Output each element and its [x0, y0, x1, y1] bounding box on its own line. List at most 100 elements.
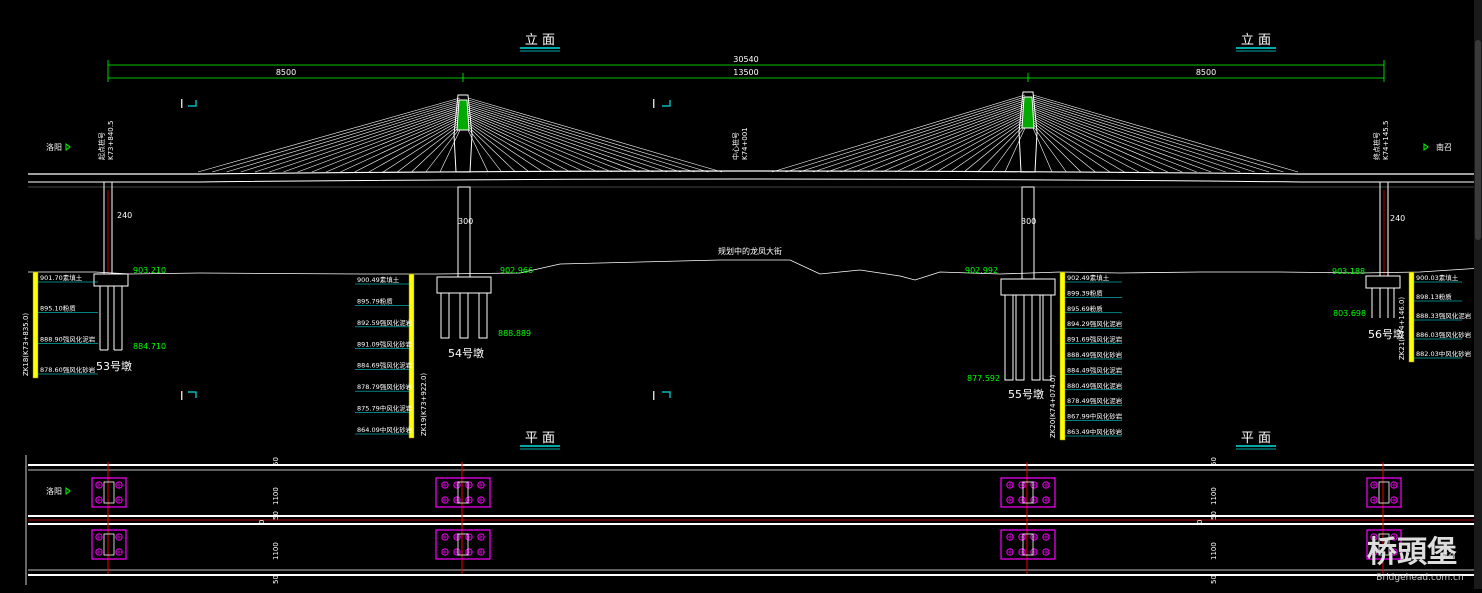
borehole-1-id: ZK18(K73+835.0) — [22, 313, 30, 376]
plan-cap-4 — [1366, 462, 1402, 574]
vertical-scrollbar[interactable] — [1474, 0, 1482, 589]
svg-text:50: 50 — [272, 575, 280, 584]
borehole-layer: 888.33强风化泥岩 — [1416, 311, 1472, 320]
svg-text:平 面: 平 面 — [525, 431, 555, 446]
dim-total: 30540 — [733, 55, 758, 64]
pier-53-name: 53号墩 — [96, 359, 132, 373]
borehole-layer: 892.59强风化泥岩 — [357, 318, 413, 327]
plan-arrow-left-icon — [65, 487, 71, 495]
pylon-55 — [1018, 91, 1038, 173]
svg-text:0: 0 — [258, 520, 266, 524]
station-label-mid: 中心桩号 K74+001 — [731, 127, 749, 160]
borehole-1: ZK18(K73+835.0)901.70素填土895.10粉质888.90强风… — [22, 271, 98, 379]
pier-55-bottom-elev: 877.592 — [967, 374, 1000, 383]
plan-direction-right: 南召 — [1440, 550, 1456, 560]
boreholes: ZK18(K73+835.0)901.70素填土895.10粉质888.90强风… — [22, 271, 1472, 441]
section-mark-bl: I — [180, 389, 184, 403]
dimension-lines — [107, 60, 1385, 82]
svg-text:起点桩号: 起点桩号 — [97, 132, 106, 160]
borehole-layer: 895.10粉质 — [40, 304, 76, 313]
station-label-right: 终点桩号 K74+145.5 — [1372, 121, 1390, 160]
borehole-3: ZK20(K74+074.0) 902.49素填土 899.39粉质 895.69粉质… — [1049, 271, 1123, 441]
plan-cap-2 — [435, 462, 491, 574]
svg-text:50: 50 — [272, 511, 280, 520]
arrow-right-icon — [1423, 143, 1429, 151]
borehole-layer: 880.49强风化泥岩 — [1067, 381, 1123, 390]
pier-54-structure — [436, 186, 492, 339]
borehole-3-id: ZK20(K74+074.0) — [1049, 375, 1057, 438]
pier-56-bottom-elev: 803.698 — [1333, 309, 1366, 318]
svg-text:K74+001: K74+001 — [741, 127, 749, 160]
pier-55-top-elev: 902.992 — [965, 266, 998, 275]
scrollbar-thumb[interactable] — [1475, 40, 1481, 240]
arrow-left-icon — [65, 143, 71, 151]
pier-56-structure — [1365, 181, 1401, 318]
section-mark-bm: I — [652, 389, 656, 403]
svg-text:1100: 1100 — [1210, 487, 1218, 505]
elevation-title-right: 立 面 — [1236, 33, 1276, 52]
svg-text:中心桩号: 中心桩号 — [731, 132, 740, 160]
svg-text:K73+840.5: K73+840.5 — [107, 121, 115, 160]
pier-55-name: 55号墩 — [1008, 387, 1044, 401]
svg-text:1100: 1100 — [272, 487, 280, 505]
watermark-url: Bridgehead.com.cn — [1376, 573, 1463, 583]
plan-view — [25, 455, 1482, 585]
ground-line — [28, 259, 1482, 281]
borehole-layer: 884.49强风化泥岩 — [1067, 365, 1123, 374]
borehole-layer: 878.79强风化砂岩 — [357, 382, 413, 391]
station-label-left: 起点桩号 K73+840.5 — [97, 121, 115, 160]
plan-direction-left: 洛阳 — [46, 486, 62, 496]
plan-cap-3 — [1000, 462, 1056, 574]
svg-text:立 面: 立 面 — [525, 33, 555, 48]
pier-56-name: 56号墩 — [1368, 327, 1404, 341]
pier-55-height: 300 — [1021, 217, 1036, 226]
dim-mid-span: 13500 — [733, 68, 758, 77]
pier-55-structure — [1000, 186, 1056, 381]
pier-54-bottom-elev: 888.889 — [498, 329, 531, 338]
dim-left-span: 8500 — [276, 68, 296, 77]
river-label: 规划中的龙凤大街 — [718, 246, 782, 256]
borehole-layer: 894.29强风化泥岩 — [1067, 319, 1123, 328]
pier-56-height: 240 — [1390, 214, 1405, 223]
borehole-2-id: ZK19(K73+922.0) — [420, 373, 428, 436]
svg-text:1100: 1100 — [1210, 542, 1218, 560]
svg-text:50: 50 — [1210, 457, 1218, 466]
borehole-layer: 888.49强风化砂岩 — [1067, 350, 1123, 359]
pier-54-top-elev: 902.966 — [500, 266, 533, 275]
plan-dims-left: 50 1100 50 0 1100 50 — [258, 457, 280, 584]
pier-53-top-elev: 903.210 — [133, 266, 166, 275]
pier-53-bottom-elev: 884.710 — [133, 342, 166, 351]
borehole-4-id: ZK21(K74+146.0) — [1398, 297, 1406, 360]
borehole-layer: 895.79粉质 — [357, 296, 393, 305]
pylon-54 — [453, 94, 473, 173]
pier-53-height: 240 — [117, 211, 132, 220]
borehole-layer: 900.03素填土 — [1416, 273, 1459, 282]
dim-right-span: 8500 — [1196, 68, 1216, 77]
borehole-layer: 875.79中风化泥岩 — [357, 404, 413, 413]
pier-56-top-elev: 903.188 — [1332, 267, 1365, 276]
borehole-layer: 900.49素填土 — [357, 275, 400, 284]
elevation-title-left: 立 面 — [520, 33, 560, 52]
svg-text:K74+145.5: K74+145.5 — [1382, 121, 1390, 160]
borehole-layer: 899.39粉质 — [1067, 288, 1103, 297]
stay-cables — [197, 94, 1299, 173]
direction-right-label: 南召 — [1436, 142, 1452, 152]
borehole-layer: 864.09中风化砂岩 — [357, 425, 413, 434]
borehole-layer: 886.03强风化砂岩 — [1416, 330, 1472, 339]
plan-pile-caps — [91, 462, 1402, 574]
borehole-layer: 895.69粉质 — [1067, 304, 1103, 313]
borehole-layer: 902.49素填土 — [1067, 273, 1110, 282]
pier-53-structure — [93, 181, 129, 351]
svg-text:终点桩号: 终点桩号 — [1372, 132, 1381, 160]
bridge-deck — [28, 170, 1482, 188]
borehole-layer: 888.90强风化泥岩 — [40, 334, 96, 343]
plan-dims-right: 50 1100 50 0 1100 50 — [1196, 457, 1218, 584]
borehole-2: ZK19(K73+922.0) 900.49素填土 895.79粉质 892.59强风… — [355, 273, 428, 439]
borehole-layer: 878.60强风化砂岩 — [40, 365, 96, 374]
svg-text:50: 50 — [1210, 575, 1218, 584]
section-mark-tm: I — [652, 97, 656, 111]
borehole-layer: 891.09强风化砂岩 — [357, 339, 413, 348]
borehole-layer: 891.69强风化泥岩 — [1067, 335, 1123, 344]
